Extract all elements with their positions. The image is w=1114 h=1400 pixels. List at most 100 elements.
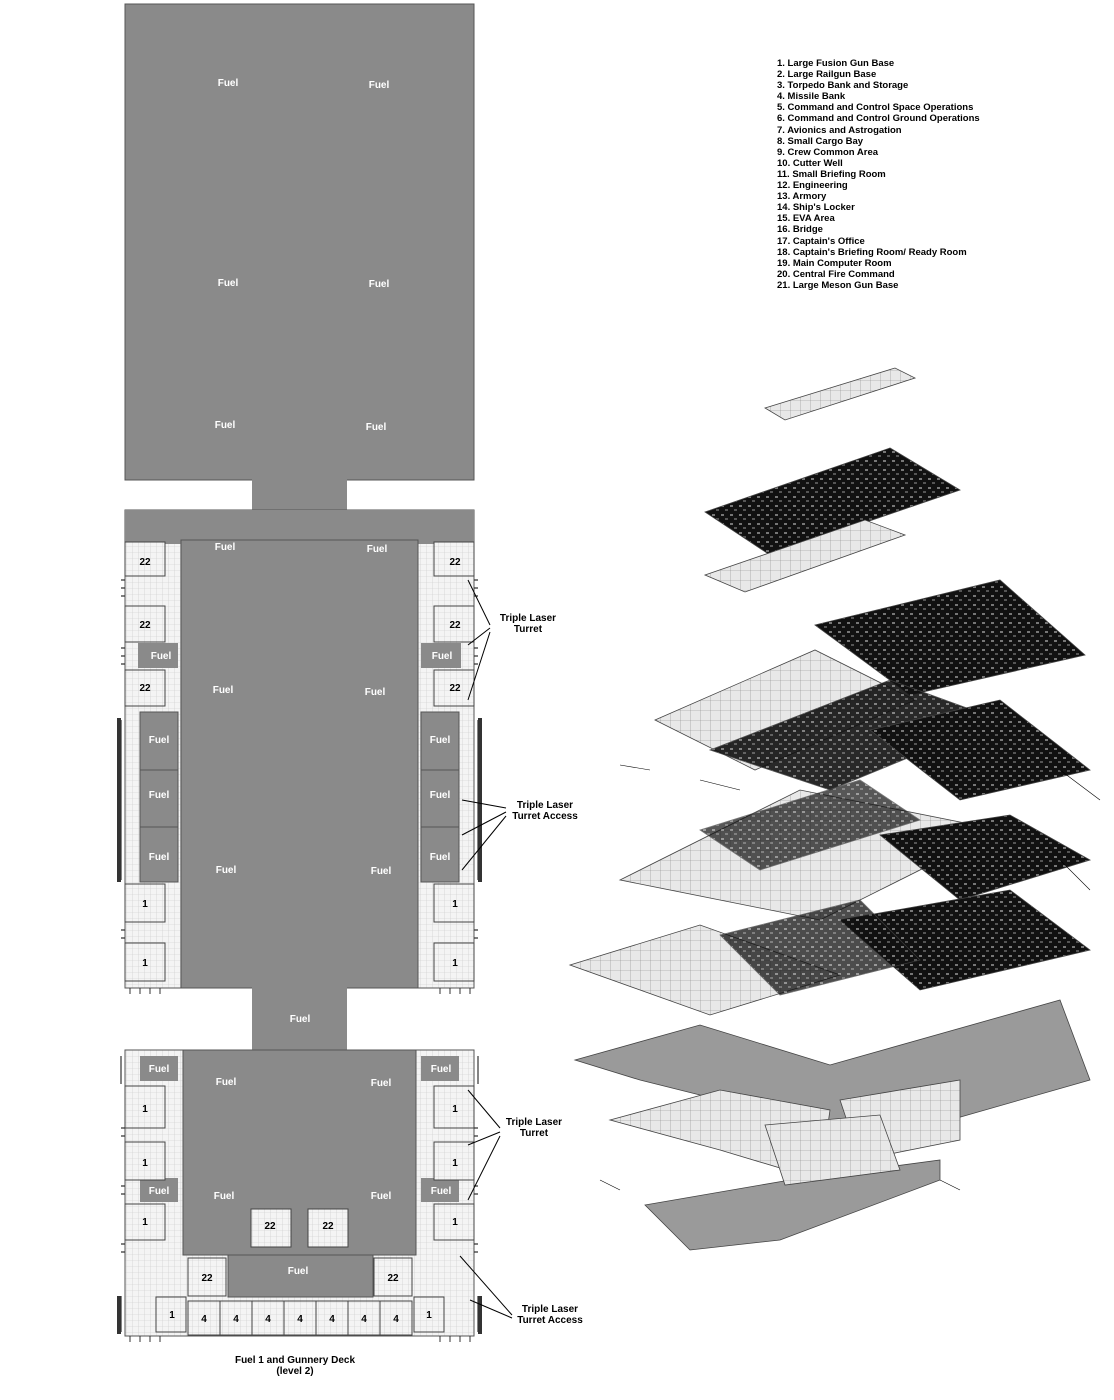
fuel-label: Fuel bbox=[216, 865, 237, 876]
callout-triple-laser-turret: Triple Laser Turret bbox=[494, 1117, 574, 1139]
fuel-deck-plan: Fuel Fuel Fuel Fuel Fuel Fuel Fuel Fuel … bbox=[117, 3, 513, 1342]
legend-item: 19. Main Computer Room bbox=[777, 257, 892, 269]
legend-item: 13. Armory bbox=[777, 191, 827, 203]
fuel-tank-mid-core bbox=[180, 539, 419, 989]
fuel-label: Fuel bbox=[371, 1078, 392, 1089]
fuel-label: Fuel bbox=[431, 1064, 452, 1075]
fuel-side-left-1 bbox=[138, 643, 178, 668]
crew-room-22: 22 bbox=[387, 1273, 399, 1284]
fuel-label: Fuel bbox=[366, 422, 387, 433]
legend-item: 5. Command and Control Space Operations bbox=[777, 102, 974, 114]
fuel-connector-lower bbox=[252, 986, 347, 1052]
legend-item: 7. Avionics and Astrogation bbox=[777, 124, 902, 136]
legend-item: 3. Torpedo Bank and Storage bbox=[777, 80, 909, 92]
fuel-label: Fuel bbox=[432, 651, 453, 662]
legend-item: 6. Command and Control Ground Operations bbox=[777, 113, 980, 125]
fuel-label: Fuel bbox=[430, 852, 451, 863]
fusion-gun-base-1: 1 bbox=[142, 1158, 148, 1169]
legend-item: 10. Cutter Well bbox=[777, 157, 843, 169]
fuel-label: Fuel bbox=[215, 420, 236, 431]
callout-line: Triple Laser bbox=[499, 613, 557, 624]
fusion-gun-base-1: 1 bbox=[142, 958, 148, 969]
fuel-tank-mid-top bbox=[125, 510, 474, 544]
fusion-gun-base-1: 1 bbox=[452, 1217, 458, 1228]
missile-bank-4: 4 bbox=[297, 1314, 303, 1325]
fusion-gun-base-1: 1 bbox=[142, 899, 148, 910]
exploded-deck-view bbox=[568, 367, 1101, 1251]
legend-item: 14. Ship's Locker bbox=[777, 202, 855, 214]
fuel-label: Fuel bbox=[149, 1064, 170, 1075]
legend-item: 17. Captain's Office bbox=[777, 235, 865, 247]
fuel-label: Fuel bbox=[216, 1077, 237, 1088]
callout-line: Turret bbox=[513, 624, 543, 635]
fuel-side-right-3 bbox=[421, 1056, 459, 1081]
fuel-label: Fuel bbox=[151, 651, 172, 662]
fusion-gun-base-1: 1 bbox=[426, 1310, 432, 1321]
fuel-side-left-2 bbox=[139, 711, 179, 883]
callout-line: Turret Access bbox=[512, 811, 578, 822]
fusion-gun-base-1: 1 bbox=[452, 1158, 458, 1169]
fuel-label: Fuel bbox=[290, 1014, 311, 1025]
crew-room-22: 22 bbox=[139, 557, 151, 568]
crew-room-22: 22 bbox=[264, 1221, 276, 1232]
crew-room-22: 22 bbox=[449, 620, 461, 631]
fuel-tank-upper bbox=[124, 3, 475, 481]
fuel-label: Fuel bbox=[149, 1186, 170, 1197]
legend-item: 15. EVA Area bbox=[777, 213, 835, 225]
legend-item: 16. Bridge bbox=[777, 224, 823, 236]
crew-room-22: 22 bbox=[322, 1221, 334, 1232]
fusion-gun-base-1: 1 bbox=[142, 1104, 148, 1115]
deck-title: Fuel 1 and Gunnery Deck (level 2) bbox=[200, 1355, 390, 1377]
fuel-side-left-4 bbox=[140, 1178, 178, 1202]
fusion-gun-base-1: 1 bbox=[169, 1310, 175, 1321]
legend-item: 4. Missile Bank bbox=[777, 91, 846, 103]
fuel-side-right-2 bbox=[420, 711, 460, 883]
legend-item: 20. Central Fire Command bbox=[777, 268, 895, 280]
callout-line: Turret Access bbox=[517, 1315, 583, 1326]
crew-room-22: 22 bbox=[449, 557, 461, 568]
fuel-side-left-3 bbox=[140, 1056, 178, 1081]
missile-bank-4: 4 bbox=[329, 1314, 335, 1325]
fuel-label: Fuel bbox=[149, 790, 170, 801]
deck-title-line: Fuel 1 and Gunnery Deck bbox=[234, 1355, 356, 1366]
fusion-gun-base-1: 1 bbox=[452, 1104, 458, 1115]
callout-line: Triple Laser bbox=[505, 1117, 563, 1128]
fuel-label: Fuel bbox=[369, 80, 390, 91]
fuel-label: Fuel bbox=[371, 866, 392, 877]
legend-item: 9. Crew Common Area bbox=[777, 146, 879, 158]
deck-legend: 1. Large Fusion Gun Base 2. Large Railgu… bbox=[777, 58, 980, 291]
fuel-label: Fuel bbox=[213, 685, 234, 696]
legend-item: 18. Captain's Briefing Room/ Ready Room bbox=[777, 246, 967, 258]
room-number-labels: 22 22 22 22 22 22 1 1 1 1 1 1 1 1 1 1 22… bbox=[139, 557, 461, 1325]
fuel-label: Fuel bbox=[431, 1186, 452, 1197]
legend-item: 11. Small Briefing Room bbox=[777, 168, 886, 180]
missile-bank-4: 4 bbox=[393, 1314, 399, 1325]
crew-room-22: 22 bbox=[139, 683, 151, 694]
legend-item: 8. Small Cargo Bay bbox=[777, 135, 864, 147]
crew-room-22: 22 bbox=[139, 620, 151, 631]
fusion-gun-base-1: 1 bbox=[142, 1217, 148, 1228]
fuel-side-right-1 bbox=[421, 643, 461, 668]
fuel-label: Fuel bbox=[218, 278, 239, 289]
fuel-label: Fuel bbox=[215, 542, 236, 553]
fuel-label: Fuel bbox=[367, 544, 388, 555]
deck-title-line: (level 2) bbox=[276, 1366, 314, 1377]
missile-bank-4: 4 bbox=[233, 1314, 239, 1325]
callout-line: Triple Laser bbox=[516, 800, 574, 811]
missile-bank-4: 4 bbox=[265, 1314, 271, 1325]
missile-bank-4: 4 bbox=[201, 1314, 207, 1325]
fuel-label: Fuel bbox=[371, 1191, 392, 1202]
callout-triple-laser-turret-access: Triple Laser Turret Access bbox=[505, 800, 585, 822]
fuel-label: Fuel bbox=[149, 852, 170, 863]
fuel-label: Fuel bbox=[430, 735, 451, 746]
fuel-side-right-4 bbox=[421, 1178, 459, 1202]
legend-item: 12. Engineering bbox=[777, 180, 848, 192]
fuel-label: Fuel bbox=[288, 1266, 309, 1277]
callout-line: Turret bbox=[519, 1128, 549, 1139]
callout-line: Triple Laser bbox=[521, 1304, 579, 1315]
fuel-connector-upper bbox=[252, 478, 347, 512]
fuel-tank-lower-bottom bbox=[227, 1254, 374, 1298]
callout-triple-laser-turret-access: Triple Laser Turret Access bbox=[510, 1304, 590, 1326]
fuel-label: Fuel bbox=[430, 790, 451, 801]
